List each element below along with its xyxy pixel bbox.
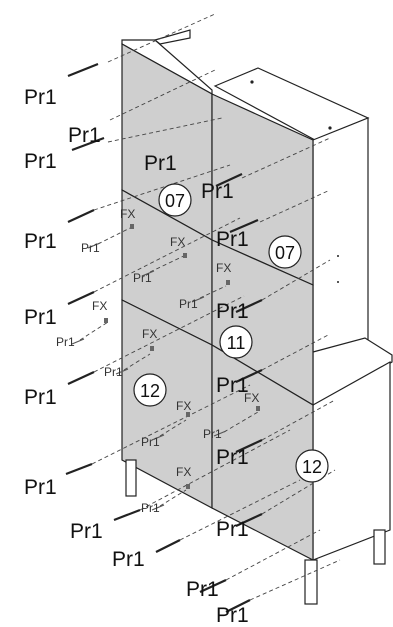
small-screw-icon <box>115 368 129 375</box>
screw-label: Pr1 <box>24 230 57 253</box>
panel-number-lower-right: 12 <box>302 457 322 477</box>
screw-icon <box>67 291 95 305</box>
panel-number-upper-right: 07 <box>275 243 295 263</box>
fixing-icon <box>130 224 134 229</box>
fixing-label: FX <box>216 261 231 275</box>
small-screw-label: Pr1 <box>104 365 123 379</box>
fixing-label: FX <box>244 391 259 405</box>
small-screw-icon <box>151 504 165 511</box>
screw-label: Pr1 <box>24 150 57 173</box>
fixing-label: FX <box>176 399 191 413</box>
fixing-label: FX <box>120 207 135 221</box>
fixing-label: FX <box>176 465 191 479</box>
top-back-board <box>153 29 191 45</box>
small-screw-icon <box>213 430 227 437</box>
screw-icon <box>67 209 95 223</box>
fixing-icon <box>183 253 187 258</box>
fixing-label: FX <box>142 327 157 341</box>
hole-mark <box>337 255 339 257</box>
leg-center <box>304 559 318 605</box>
small-screw-icon <box>71 338 85 345</box>
screw-icon <box>113 508 141 522</box>
panel-badge <box>133 373 167 407</box>
screw-icon <box>235 299 263 313</box>
fixing-icon <box>150 346 154 351</box>
screw-icon <box>235 439 263 453</box>
screw-label: Pr1 <box>216 518 249 541</box>
screw-label: Pr1 <box>24 86 57 109</box>
screw-icon <box>215 173 243 187</box>
small-screw-icon <box>87 242 101 249</box>
screw-label: Pr1 <box>216 228 249 251</box>
panel-number-upper-left: 07 <box>165 191 185 211</box>
panel-badge <box>268 235 302 269</box>
fixing-icon <box>226 280 230 285</box>
fixing-icon <box>256 406 260 411</box>
small-screw-label: Pr1 <box>133 271 152 285</box>
small-screw-icon <box>191 296 205 303</box>
screw-label: Pr1 <box>216 374 249 397</box>
upper-right-side <box>312 117 369 371</box>
panel-number-middle: 11 <box>227 333 246 353</box>
screw-label: Pr1 <box>216 604 249 627</box>
panel-number-lower-left: 12 <box>140 381 160 401</box>
screw-label: Pr1 <box>24 306 57 329</box>
small-screw-icon <box>141 270 155 277</box>
fixing-label: FX <box>170 235 185 249</box>
small-screw-label: Pr1 <box>81 241 100 255</box>
hole-mark <box>328 126 332 130</box>
screw-icon <box>199 579 227 593</box>
screw-label: Pr1 <box>24 386 57 409</box>
screw-icon <box>235 369 263 383</box>
screw-icon <box>155 539 181 553</box>
screw-label: Pr1 <box>186 578 219 601</box>
small-screw-label: Pr1 <box>56 335 75 349</box>
panel-badge <box>158 183 192 217</box>
screw-label: Pr1 <box>216 446 249 469</box>
screw-icon <box>235 513 263 527</box>
screw-icon <box>67 371 95 385</box>
hole-mark <box>337 281 339 283</box>
leg-right <box>373 529 386 565</box>
small-screw-label: Pr1 <box>203 427 222 441</box>
hole-mark <box>250 80 254 84</box>
fixing-icon <box>104 318 108 323</box>
screw-label: Pr1 <box>70 520 103 543</box>
small-screw-label: Pr1 <box>179 297 198 311</box>
fixing-icon <box>186 412 190 417</box>
fixing-label: FX <box>92 299 107 313</box>
screw-icon <box>71 136 105 152</box>
panel-badge <box>295 449 329 483</box>
small-screw-label: Pr1 <box>141 501 160 515</box>
leg-left <box>125 459 137 497</box>
screw-icon <box>229 218 259 234</box>
screw-label: Pr1 <box>144 152 177 175</box>
screw-label: Pr1 <box>201 180 234 203</box>
screw-label: Pr1 <box>112 548 145 571</box>
fixing-icon <box>186 484 190 489</box>
panel-badge <box>219 325 253 359</box>
screw-icon <box>65 462 93 476</box>
screw-label: Pr1 <box>68 124 101 147</box>
screw-label: Pr1 <box>24 476 57 499</box>
screw-icon <box>225 599 251 613</box>
screw-icon <box>67 62 99 78</box>
small-screw-label: Pr1 <box>141 435 160 449</box>
small-screw-icon <box>151 434 165 441</box>
screw-label: Pr1 <box>216 300 249 323</box>
